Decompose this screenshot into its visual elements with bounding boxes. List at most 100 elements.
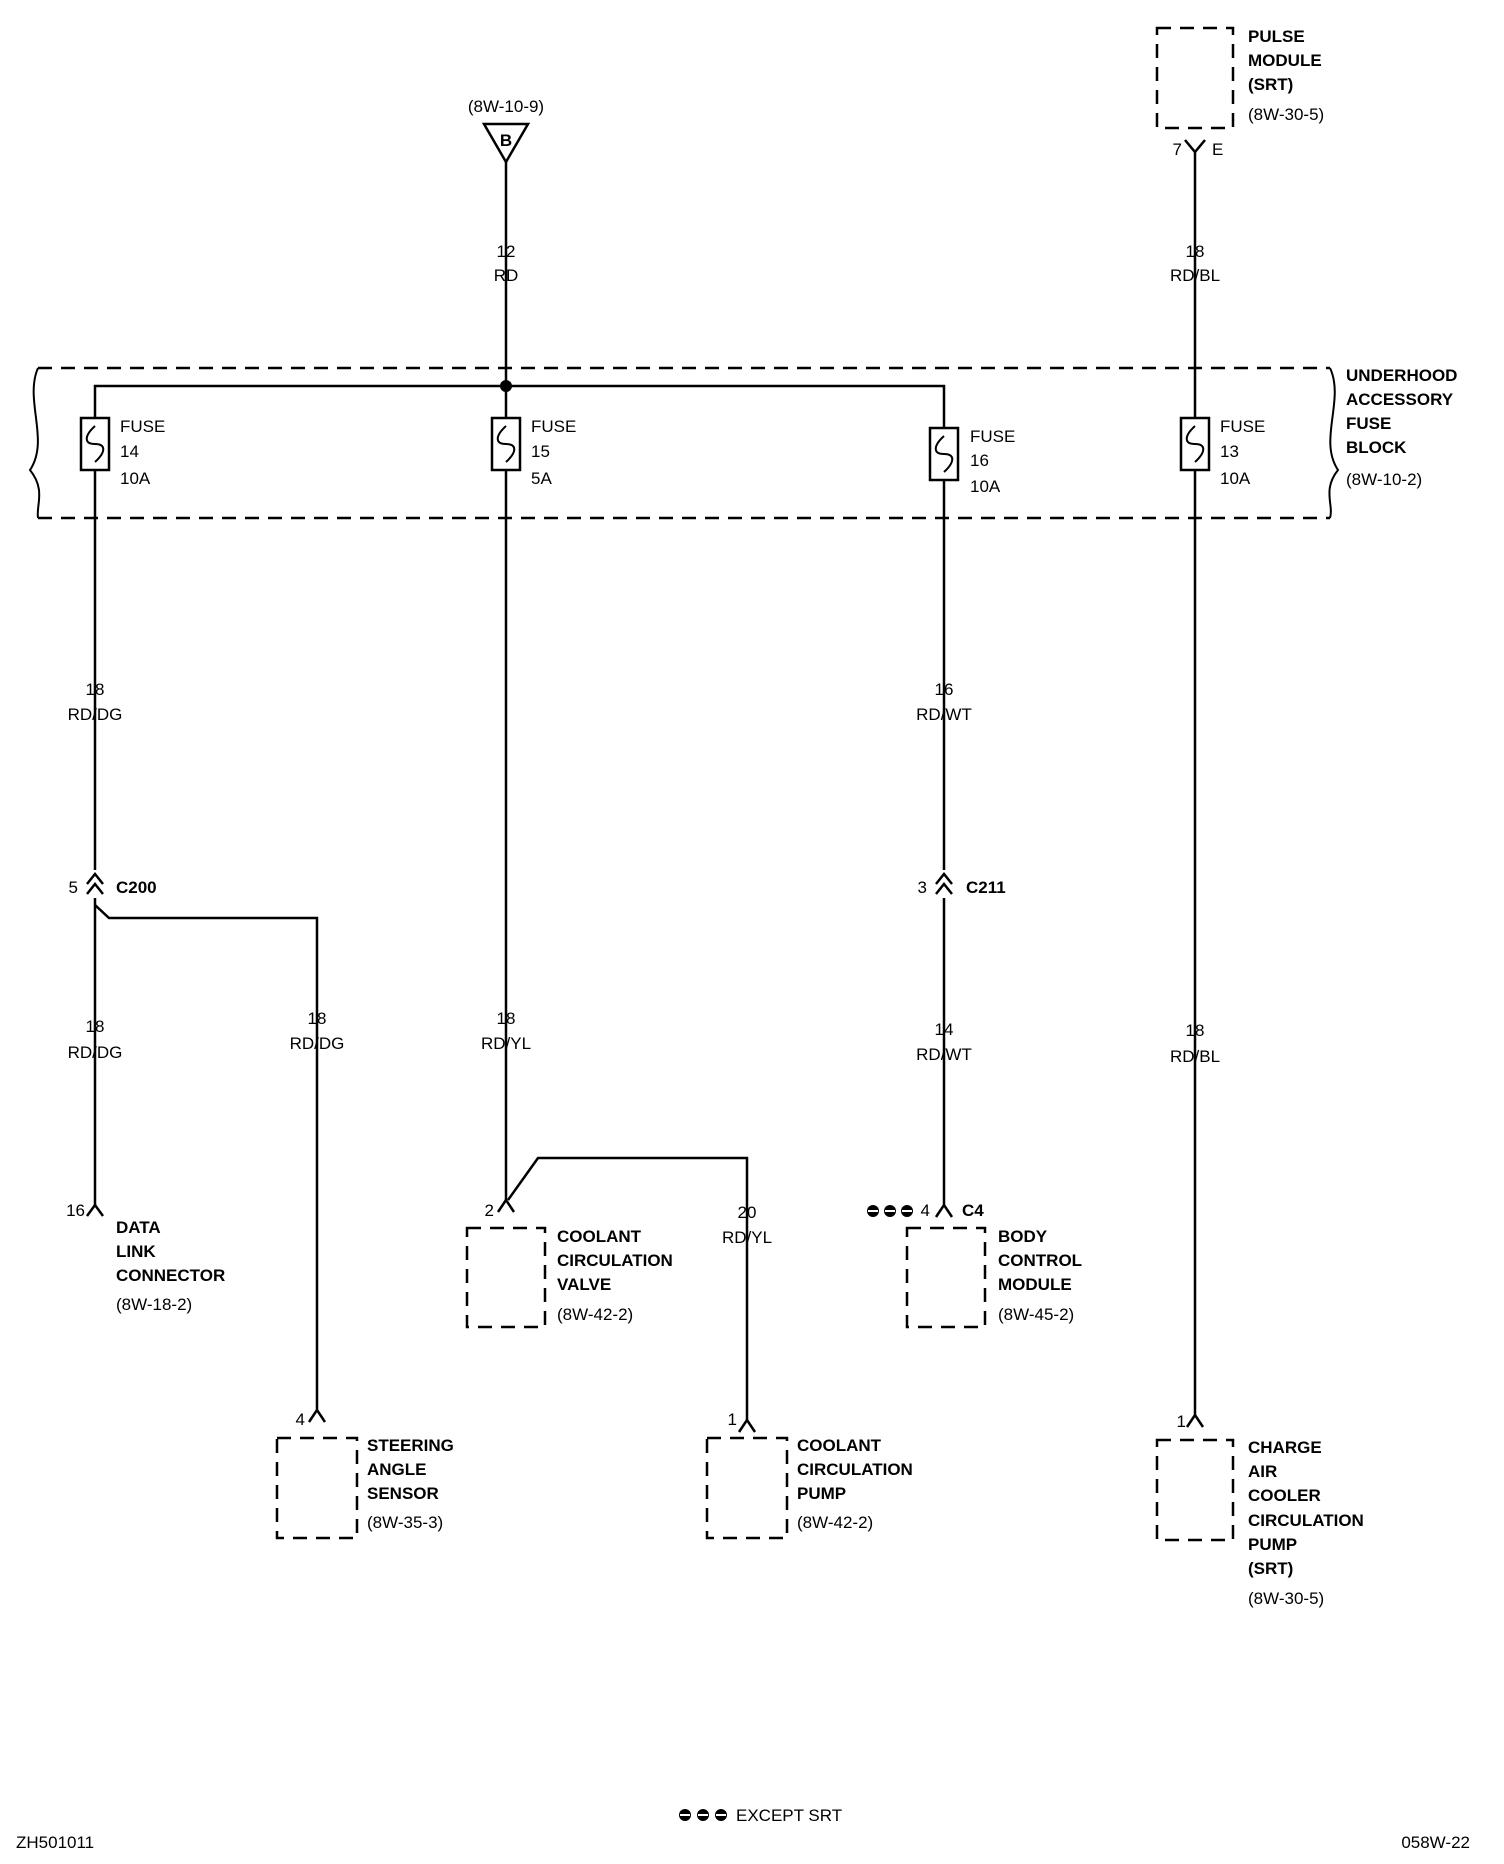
wire-7-gauge: 18 [1186,1021,1205,1040]
pulse-module-name-2: MODULE [1248,51,1322,70]
connector-c200: 5 C200 [69,871,157,897]
ccp-name-1: COOLANT [797,1436,882,1455]
ccp-name-2: CIRCULATION [797,1460,913,1479]
ccp-pin-icon [737,1417,757,1433]
wire-1-gauge: 18 [86,680,105,699]
wire-2-color: RD/WT [916,705,972,724]
fuse-15-word: FUSE [531,417,576,436]
source-ref: (8W-10-9) [468,97,544,116]
fuse-block-name-3: FUSE [1346,414,1391,433]
cac-box [1155,1438,1235,1542]
sas-name-3: SENSOR [367,1484,439,1503]
wire-4-color: RD/DG [290,1034,345,1053]
fuse-block-name-1: UNDERHOOD [1346,366,1457,385]
fuse-16-word: FUSE [970,427,1015,446]
bcm-box [905,1226,987,1329]
sas-name-1: STEERING [367,1436,454,1455]
wire-8-color: RD/YL [722,1228,772,1247]
bcm-pin: 4 [921,1201,930,1220]
fuse-block-ref: (8W-10-2) [1346,470,1422,489]
dlc-name-3: CONNECTOR [116,1266,225,1285]
wire-3-gauge: 18 [86,1017,105,1036]
pulse-connector-icon [1184,139,1206,154]
fuse-block: UNDERHOOD ACCESSORY FUSE BLOCK (8W-10-2) [28,366,1457,520]
feed-wire-color: RD [494,266,519,285]
dlc-name-1: DATA [116,1218,161,1237]
fuse-16-rating: 10A [970,477,1001,496]
pulse-pin-letter: E [1212,140,1223,159]
wire-ccv-ccp [506,1156,749,1420]
c211-connector-icon-2 [935,881,953,895]
dlc-pin-icon [85,1202,105,1217]
fuse-13-word: FUSE [1220,417,1265,436]
cac-name-3: COOLER [1248,1486,1321,1505]
cac-name-4: CIRCULATION [1248,1511,1364,1530]
cac-name-6: (SRT) [1248,1559,1293,1578]
wire-4-gauge: 18 [308,1009,327,1028]
sas-box [275,1436,359,1540]
wire-6-color: RD/WT [916,1045,972,1064]
sas-ref: (8W-35-3) [367,1513,443,1532]
page-ref: 058W-22 [1401,1833,1470,1852]
bcm-name-1: BODY [998,1227,1048,1246]
connector-c211: 3 C211 [918,871,1006,897]
fuse-16-element-icon [934,435,954,473]
c211-pin: 3 [918,878,927,897]
c200-pin: 5 [69,878,78,897]
cac-pin: 1 [1177,1412,1186,1431]
ccv-name-1: COOLANT [557,1227,642,1246]
wire-c200-sas [94,904,319,1410]
ccv-name-3: VALVE [557,1275,611,1294]
ccv-name-2: CIRCULATION [557,1251,673,1270]
bcm-name-3: MODULE [998,1275,1072,1294]
source-letter: B [500,131,512,150]
pulse-wire-gauge: 18 [1186,242,1205,261]
data-link-connector: 16 DATA LINK CONNECTOR (8W-18-2) [66,1201,225,1314]
ccv-pin-icon [496,1197,516,1213]
sas-pin-icon [307,1407,327,1423]
pulse-module-name-1: PULSE [1248,27,1305,46]
cac-name-2: AIR [1248,1462,1277,1481]
fuse-block-name-4: BLOCK [1346,438,1407,457]
ccv-box [465,1226,547,1329]
legend-text: EXCEPT SRT [736,1806,842,1825]
ccv-pin: 2 [485,1201,494,1220]
c200-name: C200 [116,878,157,897]
ccp-pin: 1 [728,1410,737,1429]
source-connector-b: (8W-10-9) B [468,97,544,165]
dlc-ref: (8W-18-2) [116,1295,192,1314]
fuse-14-rating: 10A [120,469,151,488]
dlc-pin: 16 [66,1201,85,1220]
fuse-15-rating: 5A [531,469,552,488]
cac-ref: (8W-30-5) [1248,1589,1324,1608]
c211-connector-icon [935,871,953,885]
coolant-circulation-pump: 1 COOLANT CIRCULATION PUMP (8W-42-2) [705,1410,913,1540]
bcm-pin-icon [934,1202,954,1218]
c200-connector-icon-2 [86,881,104,895]
fuse-13-element-icon [1185,425,1205,463]
fuse-14-word: FUSE [120,417,165,436]
wire-5-color: RD/YL [481,1034,531,1053]
wire-8-gauge: 20 [738,1203,757,1222]
source-triangle-icon [481,122,531,165]
c200-connector-icon [86,871,104,885]
pulse-module-ref: (8W-30-5) [1248,105,1324,124]
ccp-name-3: PUMP [797,1484,846,1503]
sas-name-2: ANGLE [367,1460,427,1479]
sas-pin: 4 [296,1410,305,1429]
ccp-box [705,1436,789,1540]
coolant-circulation-valve: 2 COOLANT CIRCULATION VALVE (8W-42-2) [465,1197,673,1329]
cac-pin-icon [1185,1412,1205,1428]
fuse-16-number: 16 [970,451,989,470]
fuse-16: FUSE 16 10A [928,426,1015,496]
fuse-14-element-icon [85,425,105,463]
bcm-name-2: CONTROL [998,1251,1082,1270]
charge-air-cooler-pump: 1 CHARGE AIR COOLER CIRCULATION PUMP (SR… [1155,1412,1364,1608]
steering-angle-sensor: 4 STEERING ANGLE SENSOR (8W-35-3) [275,1407,454,1540]
pulse-pin: 7 [1173,140,1182,159]
wire-7-color: RD/BL [1170,1047,1220,1066]
footer-legend: EXCEPT SRT [679,1806,842,1825]
wire-5-gauge: 18 [497,1009,516,1028]
drawing-id: ZH501011 [16,1833,94,1852]
